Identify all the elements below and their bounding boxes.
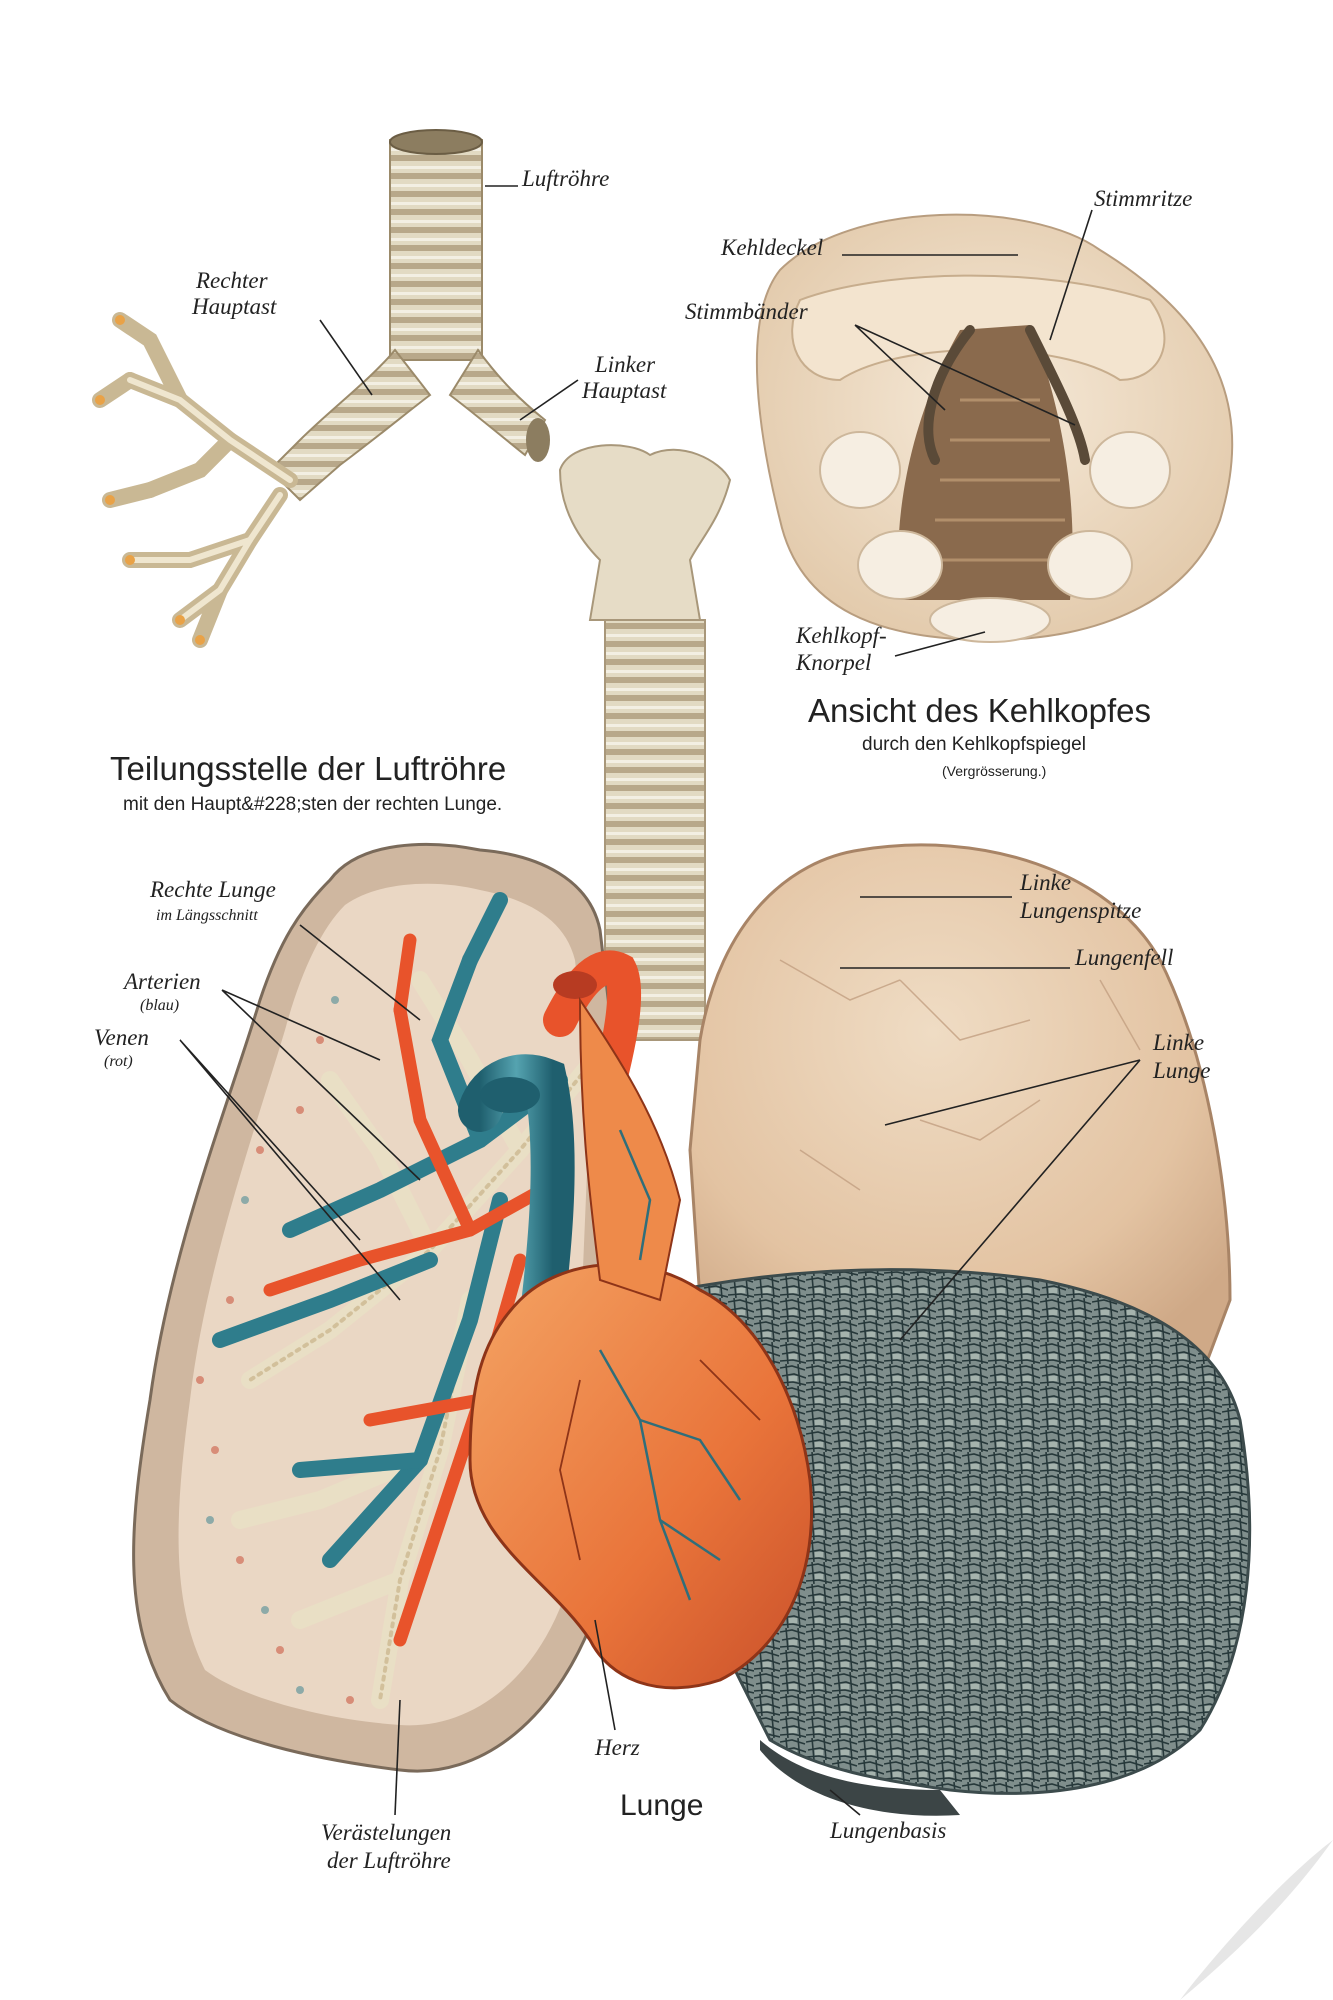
label-verastelungen-line1: Verästelungen (321, 1820, 451, 1845)
label-linke-lunge-line1: Linke (1152, 1030, 1204, 1055)
label-herz: Herz (594, 1735, 640, 1760)
lung-heart-figure (132, 444, 1252, 1816)
label-arterien-line2: (blau) (140, 997, 179, 1014)
label-linke-lungenspitze-line1: Linke (1019, 870, 1071, 895)
label-rechte-lunge-line2: im Längsschnitt (156, 907, 258, 924)
label-arterien-line1: Arterien (122, 969, 201, 994)
label-kehlkopf-knorpel-line1: Kehlkopf- (795, 623, 887, 648)
label-rechter-hauptast-line2: Hauptast (191, 294, 277, 319)
trachea-figure-subtitle: mit den Haupt&#228;sten der rechten Lung… (123, 794, 502, 815)
label-verastelungen-line2: der Luftröhre (327, 1848, 451, 1873)
larynx-figure-note: (Vergrösserung.) (942, 763, 1046, 779)
label-linker-hauptast-line2: Hauptast (581, 378, 667, 403)
label-kehlkopf-knorpel-line2: Knorpel (795, 650, 871, 675)
label-luftroehre: Luftröhre (521, 166, 609, 191)
larynx-figure-title: Ansicht des Kehlkopfes (808, 692, 1151, 729)
main-figure-caption: Lunge (620, 1789, 703, 1822)
trachea-bifurcation-figure (92, 129, 550, 648)
label-linke-lungenspitze-line2: Lungenspitze (1019, 898, 1141, 923)
label-lungenbasis: Lungenbasis (829, 1818, 946, 1843)
label-rechter-hauptast-line1: Rechter (195, 268, 269, 293)
label-kehldeckel: Kehldeckel (720, 235, 823, 260)
label-rechte-lunge-line1: Rechte Lunge (149, 877, 276, 902)
label-venen-line2: (rot) (104, 1053, 133, 1070)
label-linke-lunge-line2: Lunge (1152, 1058, 1211, 1083)
trachea-figure-title: Teilungsstelle der Luftröhre (110, 750, 506, 787)
label-lungenfell: Lungenfell (1074, 945, 1173, 970)
label-venen-line1: Venen (94, 1025, 149, 1050)
label-linker-hauptast-line1: Linker (594, 352, 656, 377)
larynx-view-figure (755, 213, 1234, 643)
label-stimmritze: Stimmritze (1094, 186, 1192, 211)
label-stimmbaender: Stimmbänder (685, 299, 809, 324)
larynx-figure-subtitle: durch den Kehlkopfspiegel (862, 734, 1086, 755)
